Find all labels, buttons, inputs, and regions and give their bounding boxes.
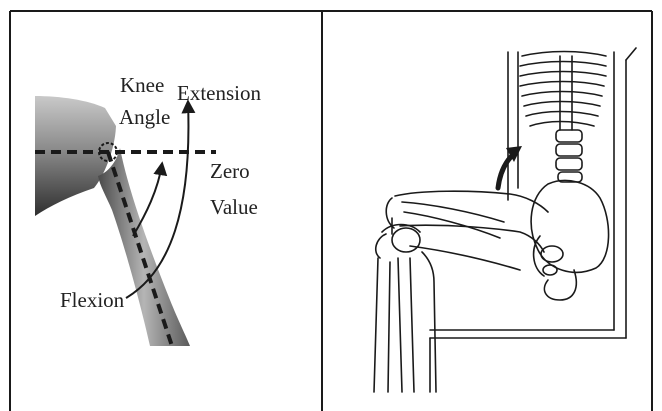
label-knee: Knee — [120, 73, 164, 97]
pelvis — [531, 180, 608, 300]
chair-back — [430, 48, 636, 392]
lumbar-spine — [556, 130, 582, 182]
seated-skeleton-panel — [374, 48, 636, 392]
knee-angle-panel: Knee Angle Extension Zero Value Flexion — [35, 73, 261, 346]
label-extension: Extension — [177, 81, 261, 105]
label-zero: Zero — [210, 159, 250, 183]
lower-leg — [374, 225, 436, 393]
label-value: Value — [210, 195, 258, 219]
label-flexion: Flexion — [60, 288, 125, 312]
shin-shape — [98, 148, 190, 346]
label-angle: Angle — [119, 105, 170, 129]
rib-cage — [520, 52, 606, 131]
thigh-shape — [35, 96, 116, 216]
